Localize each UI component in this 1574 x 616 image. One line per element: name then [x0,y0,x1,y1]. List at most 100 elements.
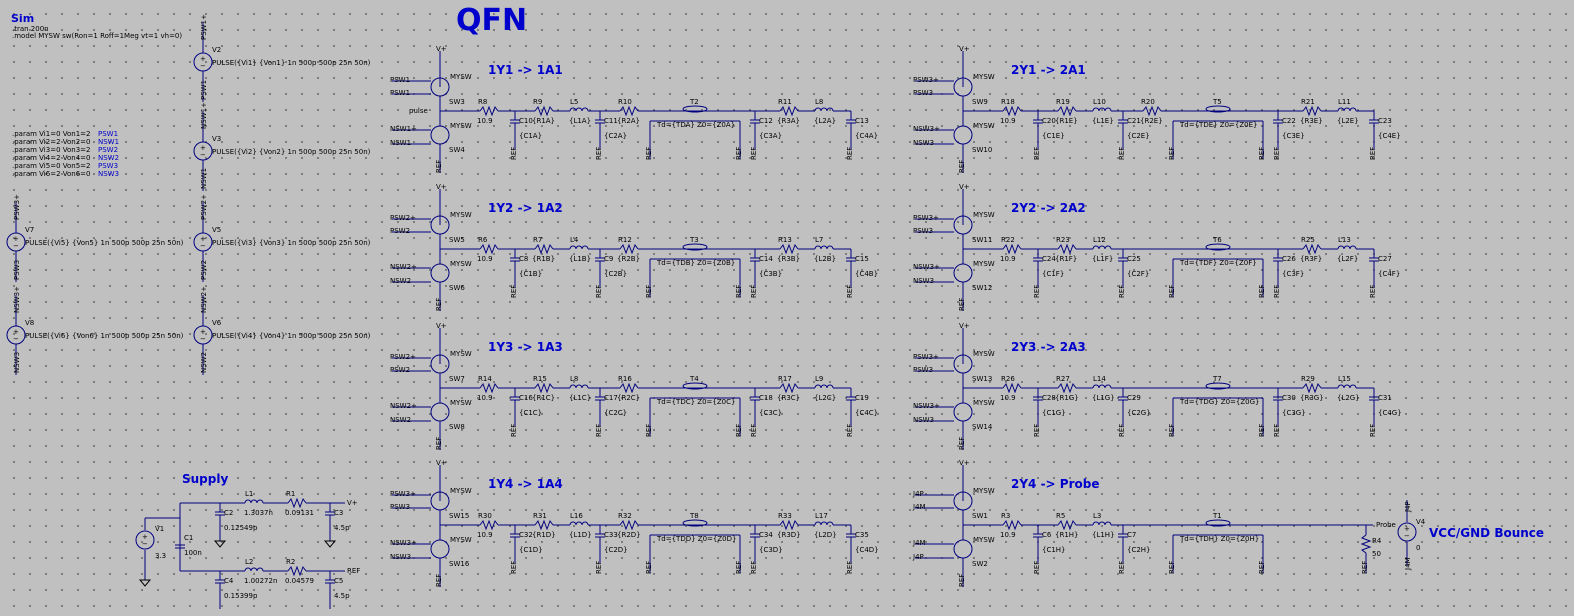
ref-label: REF [510,285,518,298]
resistor-value: 10.9 [1000,117,1016,125]
resistor-value: {R2D} [617,531,641,539]
capacitor-name: C31 [1378,394,1392,402]
switch-ctrl-label: PSW2 [390,227,410,235]
switch-ctrl-label: J4P [912,553,924,561]
switch-model: MYSW [973,122,995,130]
inductor-name: L17 [815,512,828,520]
ref-label: REF [1369,147,1377,160]
resistor-value: 0.04579 [285,577,314,585]
ref-label: REF [958,437,966,450]
channel-label: 1Y4 -> 1A4 [488,477,563,491]
switch-ctrl-label: J4M [912,539,926,547]
switch-ctrl-label: J4P [912,490,924,498]
switch-n [430,402,450,422]
ground-symbol [213,540,227,548]
resistor-name: R5 [1056,512,1065,520]
tline-name: T7 [1212,375,1222,383]
switch-ctrl-label: PSW3+ [390,490,416,498]
resistor-value: {R1F} [1055,255,1077,263]
tline-params: Td={TDH} Z0={Z0H} [1179,535,1259,543]
switch-n [430,125,450,145]
ref-label: REF [750,424,758,437]
resistor-symbol [1360,534,1372,554]
switch-ctrl-label: NSW2+ [390,263,417,271]
vplus-label: V+ [959,459,970,467]
capacitor-value: {C1B} [519,270,542,278]
resistor-name: R3 [1001,512,1010,520]
capacitor-value: {C1A} [519,132,542,140]
resistor-name: R25 [1301,236,1315,244]
inductor-symbol [569,107,589,112]
inductor-value: {L1F} [1092,255,1113,263]
capacitor-name: C9 [604,255,613,263]
inductor-symbol [569,384,589,389]
tline-name: T2 [689,98,699,106]
capacitor-name: C18 [759,394,773,402]
resistor-name: R31 [533,512,547,520]
inductor-name: L4 [570,236,579,244]
switch-n [953,263,973,283]
capacitor-value: {C3C} [759,409,782,417]
vplus-label: V+ [959,322,970,330]
switch-name: SW8 [449,423,465,431]
capacitor-name: C29 [1127,394,1141,402]
resistor-value: 10.9 [1000,255,1016,263]
tline-params: Td={TDD} Z0={Z0D} [656,535,736,543]
resistor-value: {R2C} [617,394,640,402]
resistor-symbol [1302,382,1322,394]
resistor-value: {R3A} [777,117,800,125]
switch-model: MYSW [450,122,472,130]
ref-label: REF [435,437,443,450]
capacitor-value: {C2G} [1127,409,1151,417]
resistor-symbol [479,382,499,394]
plus-sign: + [13,328,19,336]
tline-symbol [1205,519,1231,527]
inductor-symbol [814,245,834,250]
switch-ctrl-label: PSW3+ [913,353,939,361]
inductor-name: L2 [245,558,253,566]
inductor-name: L11 [1338,98,1351,106]
plus-sign: + [200,328,206,336]
switch-n [430,539,450,559]
param-directive: .param Vi1=0 Von1=2 [12,130,90,138]
switch-ctrl-label: PSW1 [390,89,410,97]
ref-label: REF [1361,561,1369,574]
source-net-bottom: NSW2 [200,352,208,373]
inductor-symbol [1092,521,1112,526]
switch-model: MYSW [450,260,472,268]
ref-label: REF [846,285,854,298]
channel-label: 1Y2 -> 1A2 [488,201,563,215]
resistor-name: R10 [618,98,632,106]
resistor-symbol [779,519,799,531]
ref-label: REF [510,561,518,574]
resistor-symbol [779,105,799,117]
capacitor-value: {C3G} [1282,409,1306,417]
capacitor-name: C27 [1378,255,1392,263]
capacitor-value: 0.15399p [224,592,258,600]
switch-ctrl-label: NSW1+ [390,125,417,133]
vplus-label: V+ [436,183,447,191]
bounce-source [1397,522,1417,542]
ref-label: REF [1168,561,1176,574]
plus-sign: + [200,55,206,63]
resistor-symbol [1057,519,1077,531]
channel-5: 2Y1 -> 2A1V+MYSWPSW3+PSW3SW9MYSWNSW3+NSW… [913,45,1401,173]
inductor-value: {L1B} [569,255,591,263]
resistor-symbol [1057,382,1077,394]
pulse-source-v5 [193,232,213,252]
capacitor-value: {C2E} [1127,132,1150,140]
ref-label: REF [1369,424,1377,437]
minus-sign: − [200,335,206,343]
resistor-value: {R3B} [777,255,800,263]
ref-label: REF [595,561,603,574]
bounce-net-bottom: J4M [1404,557,1412,571]
ref-label: REF [510,147,518,160]
inductor-name: L1 [245,490,253,498]
v4-value: 0 [1416,544,1420,552]
channel-label: 2Y4 -> Probe [1011,477,1099,491]
channel-7: 2Y3 -> 2A3V+MYSWPSW3+PSW3SW13MYSWNSW3+NS… [913,322,1402,450]
resistor-value: {R3C} [777,394,800,402]
resistor-value: {R3F} [1300,255,1322,263]
